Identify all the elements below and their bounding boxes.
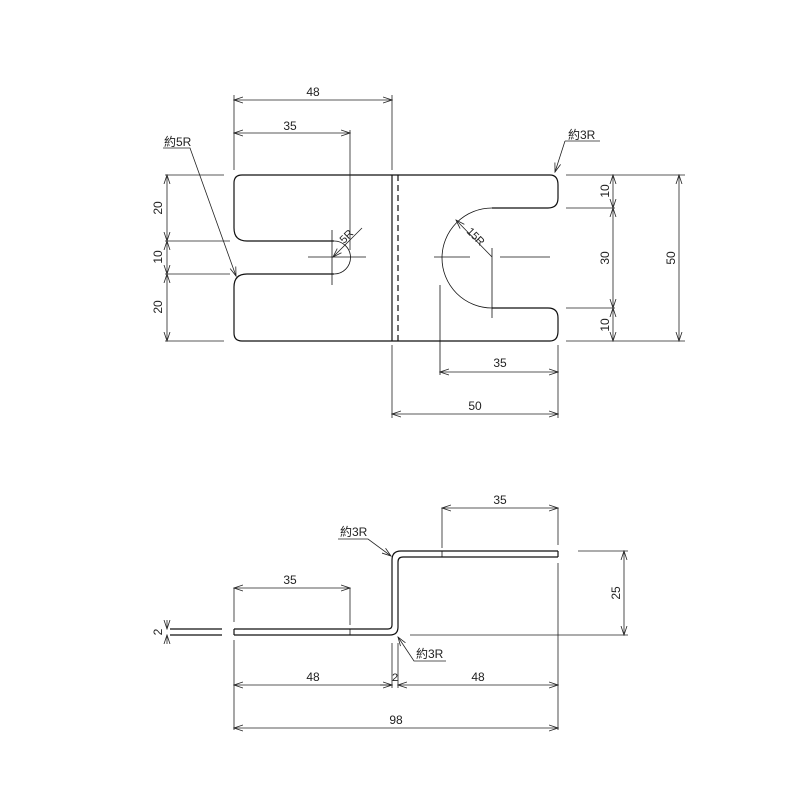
leader-lines xyxy=(163,140,600,276)
side-view: 35 35 2 25 48 2 48 98 約3R 約3R xyxy=(151,493,628,730)
dim-bottom-35: 35 xyxy=(493,356,507,370)
dim-right-10-lower: 10 xyxy=(598,318,612,332)
right-part-outline xyxy=(392,174,559,342)
right-slot-center-mark xyxy=(434,248,550,375)
dim-overall-98: 98 xyxy=(389,713,403,727)
dim-left-20-upper: 20 xyxy=(151,201,165,215)
dim-top-48: 48 xyxy=(306,85,320,99)
annot-upper-bend-radius: 約3R xyxy=(340,524,368,539)
annot-right-corner-radius: 約3R xyxy=(568,127,596,142)
top-view: 48 35 20 10 20 10 30 10 50 35 50 約5R 5R … xyxy=(151,85,685,418)
annot-left-corner-radius: 約5R xyxy=(164,134,192,149)
dim-left-48: 48 xyxy=(306,670,320,684)
dim-right-50: 50 xyxy=(664,251,678,265)
dim-left-20-lower: 20 xyxy=(151,300,165,314)
bent-profile xyxy=(170,550,559,636)
dim-bottom-50: 50 xyxy=(468,399,482,413)
dim-height-25: 25 xyxy=(609,586,623,600)
annot-lower-bend-radius: 約3R xyxy=(416,646,444,661)
side-extension-lines xyxy=(233,508,628,730)
dim-upper-flange-35: 35 xyxy=(493,493,507,507)
dim-left-10: 10 xyxy=(151,250,165,264)
side-leader-lines xyxy=(338,538,446,662)
dim-right-30: 30 xyxy=(598,251,612,265)
dim-bend-2: 2 xyxy=(392,672,398,684)
left-part-outline xyxy=(233,174,399,342)
extension-lines xyxy=(165,95,685,418)
dim-top-35: 35 xyxy=(283,119,297,133)
annot-left-slot-radius: 5R xyxy=(338,228,356,246)
dimension-lines xyxy=(167,100,679,414)
dim-thickness-2: 2 xyxy=(151,628,165,635)
dim-lower-flange-35: 35 xyxy=(283,573,297,587)
side-dimension-lines xyxy=(167,508,624,728)
dim-right-48: 48 xyxy=(471,670,485,684)
dim-right-10-upper: 10 xyxy=(598,184,612,198)
annot-right-slot-radius: 15R xyxy=(464,226,487,249)
